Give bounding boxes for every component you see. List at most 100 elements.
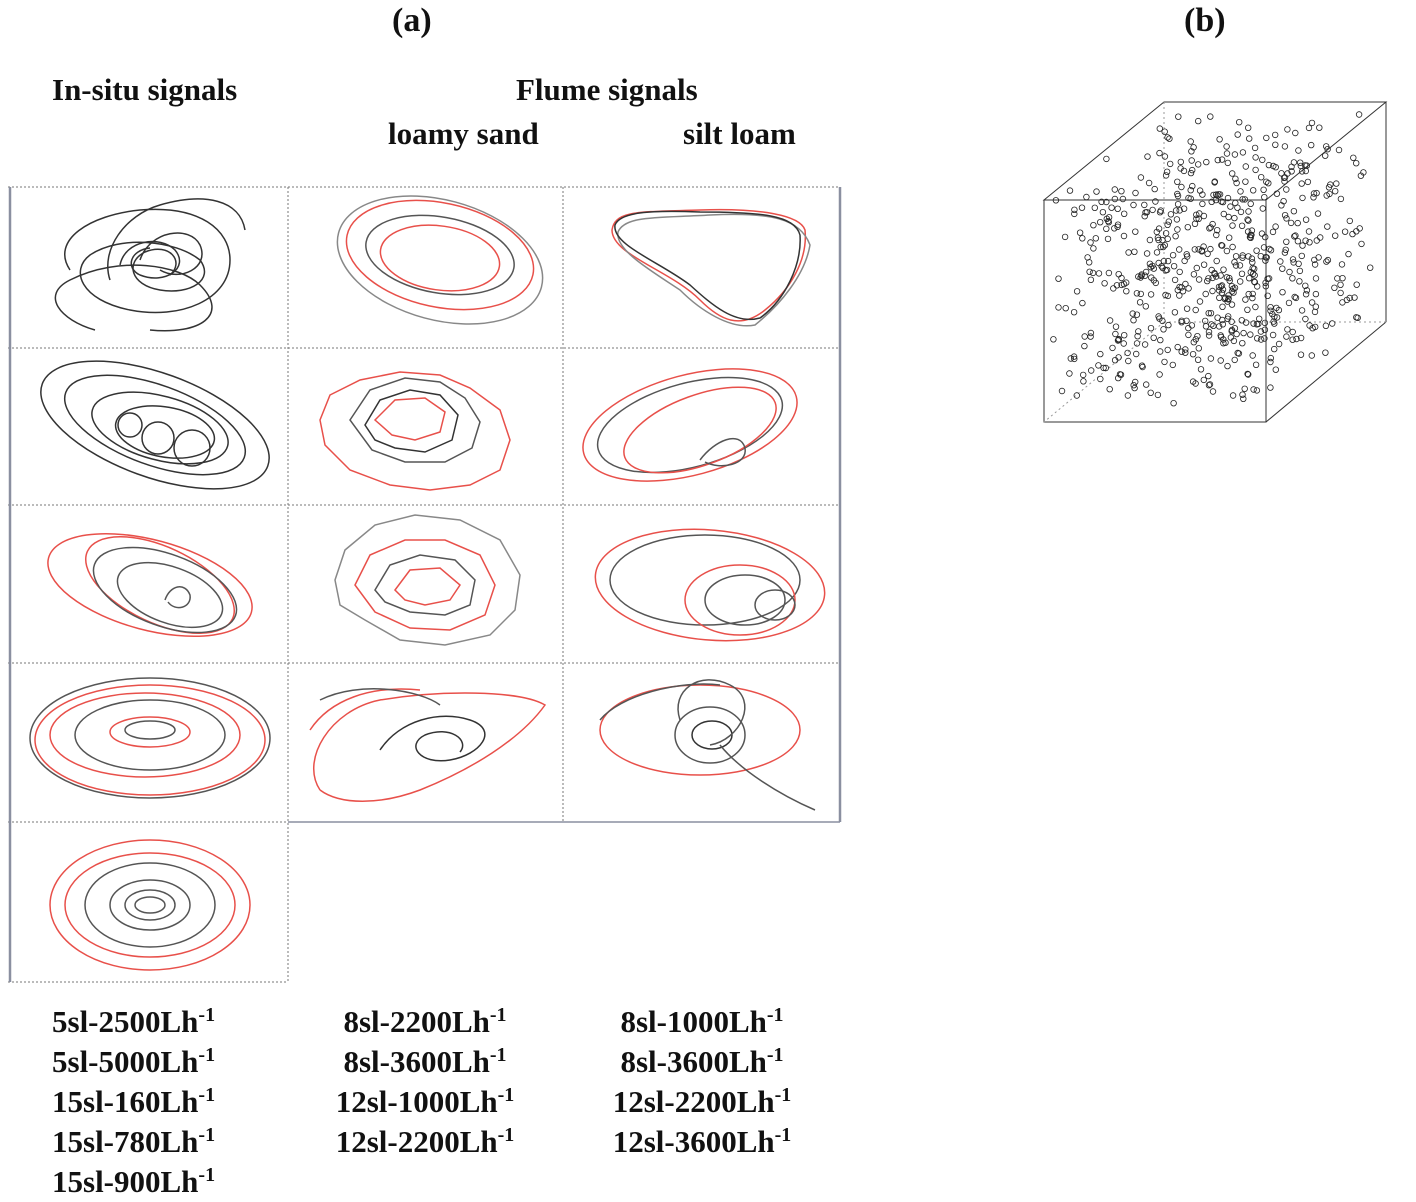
scatter-point: [1120, 332, 1128, 339]
scatter-point: [1224, 362, 1231, 370]
scatter-point: [1156, 348, 1164, 355]
scatter-point: [1252, 166, 1259, 174]
scatter-point: [1357, 172, 1365, 179]
scatter-point: [1305, 124, 1313, 132]
scatter-point: [1152, 279, 1159, 287]
scatter-point: [1156, 149, 1163, 157]
scatter-point: [1190, 271, 1198, 278]
scatter-point: [1187, 169, 1195, 177]
scatter-point: [1323, 192, 1330, 199]
scatter-point: [1280, 197, 1287, 205]
condition-label: 12sl-2200Lh-1: [335, 1124, 515, 1159]
scatter-point: [1187, 195, 1194, 202]
scatter-point: [1161, 153, 1169, 160]
scatter-point: [1277, 258, 1284, 265]
scatter-point: [1244, 370, 1251, 378]
scatter-point: [1228, 328, 1235, 335]
scatter-point: [1164, 235, 1171, 243]
scatter-point: [1251, 144, 1259, 152]
scatter-point: [1220, 210, 1227, 218]
scatter-point: [1071, 210, 1078, 218]
scatter-point: [1105, 269, 1113, 277]
scatter-point: [1098, 198, 1105, 205]
scatter-point: [1244, 371, 1252, 378]
scatter-point: [1352, 159, 1360, 167]
scatter-point: [1202, 323, 1210, 330]
trajectory-insitu-5: [49, 839, 251, 971]
scatter-point: [1070, 353, 1078, 360]
scatter-point: [1204, 250, 1211, 257]
scatter-point: [1191, 246, 1198, 253]
scatter-point: [1114, 221, 1122, 228]
scatter-point: [1076, 229, 1084, 236]
scatter-point: [1091, 204, 1098, 211]
scatter-point: [1165, 218, 1172, 225]
scatter-point: [1290, 259, 1297, 266]
scatter-point: [1337, 195, 1345, 203]
scatter-point: [1120, 210, 1128, 217]
scatter-point: [1192, 306, 1199, 314]
scatter-point: [1302, 315, 1309, 323]
scatter-point: [1284, 326, 1291, 333]
scatter-point: [1231, 151, 1239, 158]
scatter-point: [1291, 293, 1298, 301]
scatter-point: [1240, 329, 1247, 337]
scatter-point: [1288, 168, 1295, 175]
scatter-point: [1162, 267, 1169, 274]
scatter-point: [1283, 333, 1290, 340]
silt-loam-conditions: 8sl-1000Lh-1 8sl-3600Lh-1 12sl-2200Lh-1 …: [597, 1002, 807, 1162]
scatter-point: [1115, 271, 1122, 278]
scatter-points: [1050, 111, 1374, 407]
scatter-point: [1257, 336, 1265, 343]
scatter-point: [1296, 267, 1304, 275]
scatter-point: [1237, 208, 1245, 216]
scatter-point: [1141, 201, 1148, 209]
scatter-point: [1267, 384, 1274, 391]
scatter-point: [1244, 228, 1252, 235]
scatter-point: [1252, 154, 1259, 161]
scatter-point: [1129, 310, 1136, 317]
scatter-point: [1283, 186, 1290, 193]
scatter-point: [1146, 260, 1154, 267]
scatter-point: [1112, 323, 1120, 330]
scatter-point: [1279, 265, 1286, 272]
panel-label-b: (b): [1184, 2, 1226, 39]
scatter-point: [1270, 318, 1277, 325]
scatter-point: [1164, 346, 1171, 354]
scatter-point: [1306, 239, 1313, 246]
scatter-point: [1087, 239, 1094, 246]
scatter-point: [1161, 358, 1168, 366]
scatter-point: [1210, 191, 1217, 199]
scatter-point: [1356, 225, 1363, 232]
scatter-point: [1113, 282, 1121, 289]
trajectory-silt-loam-4: [599, 679, 816, 811]
scatter-point: [1188, 166, 1196, 174]
trajectory-insitu-2: [40, 360, 270, 490]
scatter-point: [1089, 269, 1097, 277]
scatter-point: [1299, 242, 1306, 249]
scatter-point: [1220, 266, 1227, 273]
condition-label: 15sl-780Lh-1: [52, 1124, 216, 1159]
scatter-point: [1267, 307, 1274, 314]
scatter-point: [1260, 186, 1267, 193]
scatter-point: [1292, 294, 1300, 302]
scatter-point: [1226, 277, 1233, 284]
scatter-point: [1106, 386, 1113, 393]
scatter-point: [1199, 200, 1206, 208]
scatter-point: [1337, 281, 1344, 288]
scatter-point: [1066, 187, 1074, 194]
scatter-point: [1249, 290, 1256, 298]
scatter-point: [1225, 234, 1233, 241]
scatter-point: [1206, 381, 1214, 388]
scatter-point: [1269, 331, 1277, 339]
scatter-point: [1130, 317, 1137, 324]
scatter-point: [1324, 256, 1332, 264]
trajectory-silt-loam-2: [582, 368, 798, 482]
condition-label: 5sl-2500Lh-1: [52, 1004, 216, 1039]
scatter-point: [1066, 370, 1073, 377]
scatter-point: [1322, 349, 1329, 356]
scatter-point: [1176, 207, 1183, 214]
scatter-point: [1261, 335, 1268, 342]
scatter-point: [1132, 228, 1139, 235]
scatter-point: [1205, 382, 1213, 389]
